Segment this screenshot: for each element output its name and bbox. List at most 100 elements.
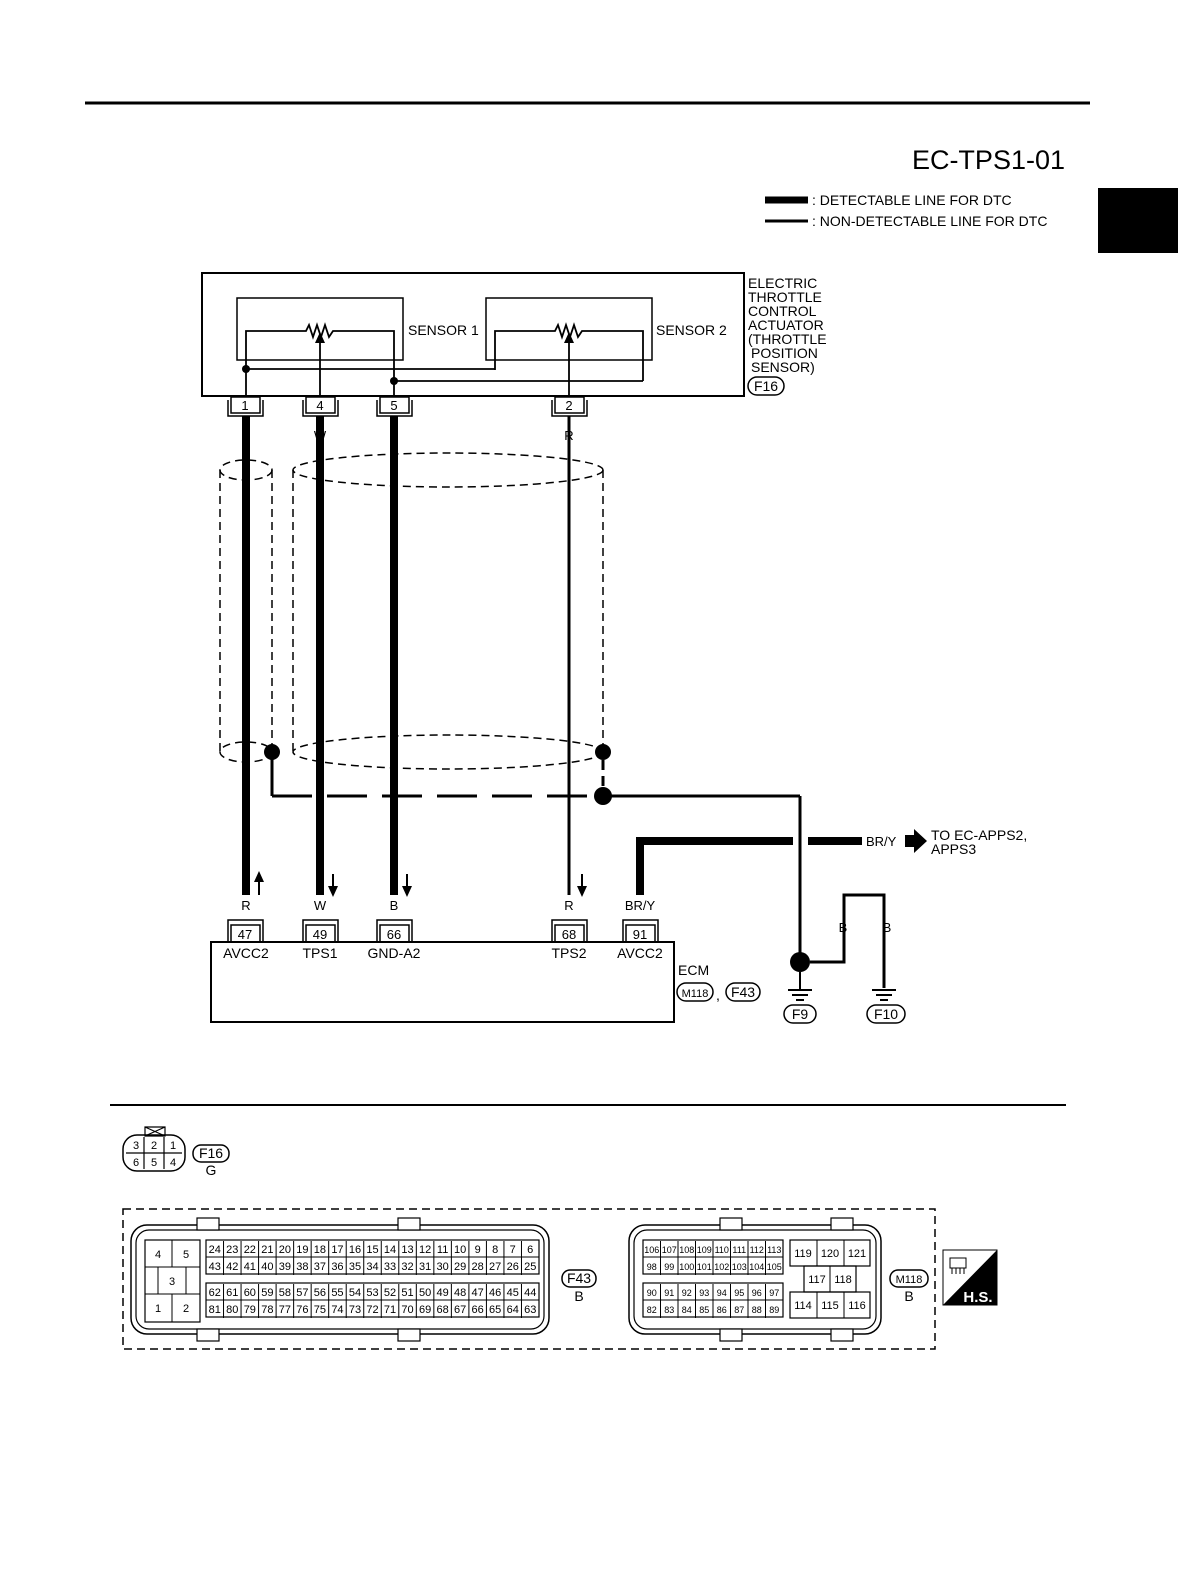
wire-color-label: B [883,920,892,935]
pin-number: 113 [767,1245,781,1255]
f10-ground-id: F10 [874,1006,898,1022]
f43-view-tag [561,1269,597,1288]
pin-number: 110 [715,1245,729,1255]
pin-number: 55 [331,1287,343,1299]
pin-number: 90 [647,1288,657,1298]
actuator-name-2: THROTTLE [748,289,822,305]
pin-number: 17 [331,1244,343,1256]
pin-number: 89 [769,1305,779,1315]
wire-color-label: R [564,898,573,913]
shield-right [292,452,604,770]
sensor-1-resistor [245,322,395,381]
connector-separator: , [716,987,720,1003]
pin-number: 66 [472,1304,484,1316]
ecm-pin-name: TPS2 [551,945,586,961]
f16-connector-id: F16 [754,378,778,394]
pin-number: 7 [510,1244,516,1256]
pin-number: 30 [436,1261,448,1273]
pin-number: 64 [507,1304,519,1316]
pin-number: 105 [767,1262,782,1272]
arrow-up-icon [254,871,264,895]
pin-number: 25 [524,1261,536,1273]
pin-number: 38 [296,1261,308,1273]
pin-number: 29 [454,1261,466,1273]
pin-number: 32 [401,1261,413,1273]
svg-text:3: 3 [169,1276,175,1288]
pin-number: 13 [401,1244,413,1256]
svg-text:2: 2 [565,398,572,413]
svg-text:4: 4 [155,1249,161,1261]
pin-number: 85 [699,1305,709,1315]
pin-number: 52 [384,1287,396,1299]
pin-number: 46 [489,1287,501,1299]
pin-number: 9 [475,1244,481,1256]
f43-connector-id: F43 [731,984,755,1000]
pin-number: 112 [750,1245,764,1255]
pin-number: 107 [662,1245,677,1255]
arrow-down-icon [402,874,412,897]
svg-text:118: 118 [834,1274,852,1286]
pin-number: 94 [717,1288,727,1298]
wire-color-label: BR/Y [866,834,897,849]
legend-non-detectable: : NON-DETECTABLE LINE FOR DTC [812,213,1047,229]
pin-number: 76 [296,1304,308,1316]
actuator-name-4: ACTUATOR [748,317,824,333]
wire-color-label: BR/Y [625,898,656,913]
sensor-2-label: SENSOR 2 [656,322,727,338]
shield-drain-dot [595,744,611,760]
pin-number: 111 [732,1245,746,1255]
pin-number: 72 [366,1304,378,1316]
pin-number: 61 [226,1287,238,1299]
svg-text:116: 116 [848,1300,866,1312]
pin-number: 40 [261,1261,273,1273]
pin-number: 27 [489,1261,501,1273]
pin-number: 75 [314,1304,326,1316]
hs-logo-icon: H.S. [942,1249,998,1306]
pin-number: 60 [244,1287,256,1299]
svg-text:47: 47 [238,927,252,942]
pin-number: 79 [244,1304,256,1316]
pin-number: 62 [209,1287,221,1299]
pin-number: 69 [419,1304,431,1316]
pin-number: 22 [244,1244,256,1256]
pin-number: 98 [647,1262,657,1272]
pin-number: 93 [699,1288,709,1298]
f16-view-id: F16 [199,1145,223,1161]
pin-number: 15 [366,1244,378,1256]
pin-number: 54 [349,1287,361,1299]
svg-text:2: 2 [183,1303,189,1315]
f43-view-color: B [574,1288,583,1304]
pin-number: 70 [401,1304,413,1316]
pin-number: 109 [697,1245,712,1255]
pin-number: 42 [226,1261,238,1273]
f16-connector-view: 3 2 1 6 5 4 [122,1126,186,1172]
pin-number: 28 [472,1261,484,1273]
f16-view-tag [192,1144,230,1163]
actuator-name-7: SENSOR) [751,359,815,375]
svg-text:5: 5 [390,398,397,413]
pin-number: 82 [647,1305,657,1315]
pin-number: 101 [697,1262,712,1272]
wire-color-label: W [314,898,327,913]
pin-number: 67 [454,1304,466,1316]
svg-text:4: 4 [316,398,323,413]
pin-number: 48 [454,1287,466,1299]
wire-color-label: B [839,920,848,935]
actuator-name-6: POSITION [751,345,818,361]
ecm-connectors-outline [122,1208,936,1350]
svg-text:66: 66 [387,927,401,942]
actuator-pin-4: 4 [302,396,339,417]
wire-color-label: R [241,898,250,913]
junction-dot [390,377,398,385]
pin-number: 50 [419,1287,431,1299]
pin-number: 44 [524,1287,536,1299]
pin-number: 12 [419,1244,431,1256]
f9-ground-tag [783,1004,817,1024]
svg-text:H.S.: H.S. [963,1289,992,1306]
ecm-pin-68: 68 [551,919,588,943]
pin-number: 104 [749,1262,764,1272]
pin-number: 65 [489,1304,501,1316]
pin-number: 58 [279,1287,291,1299]
